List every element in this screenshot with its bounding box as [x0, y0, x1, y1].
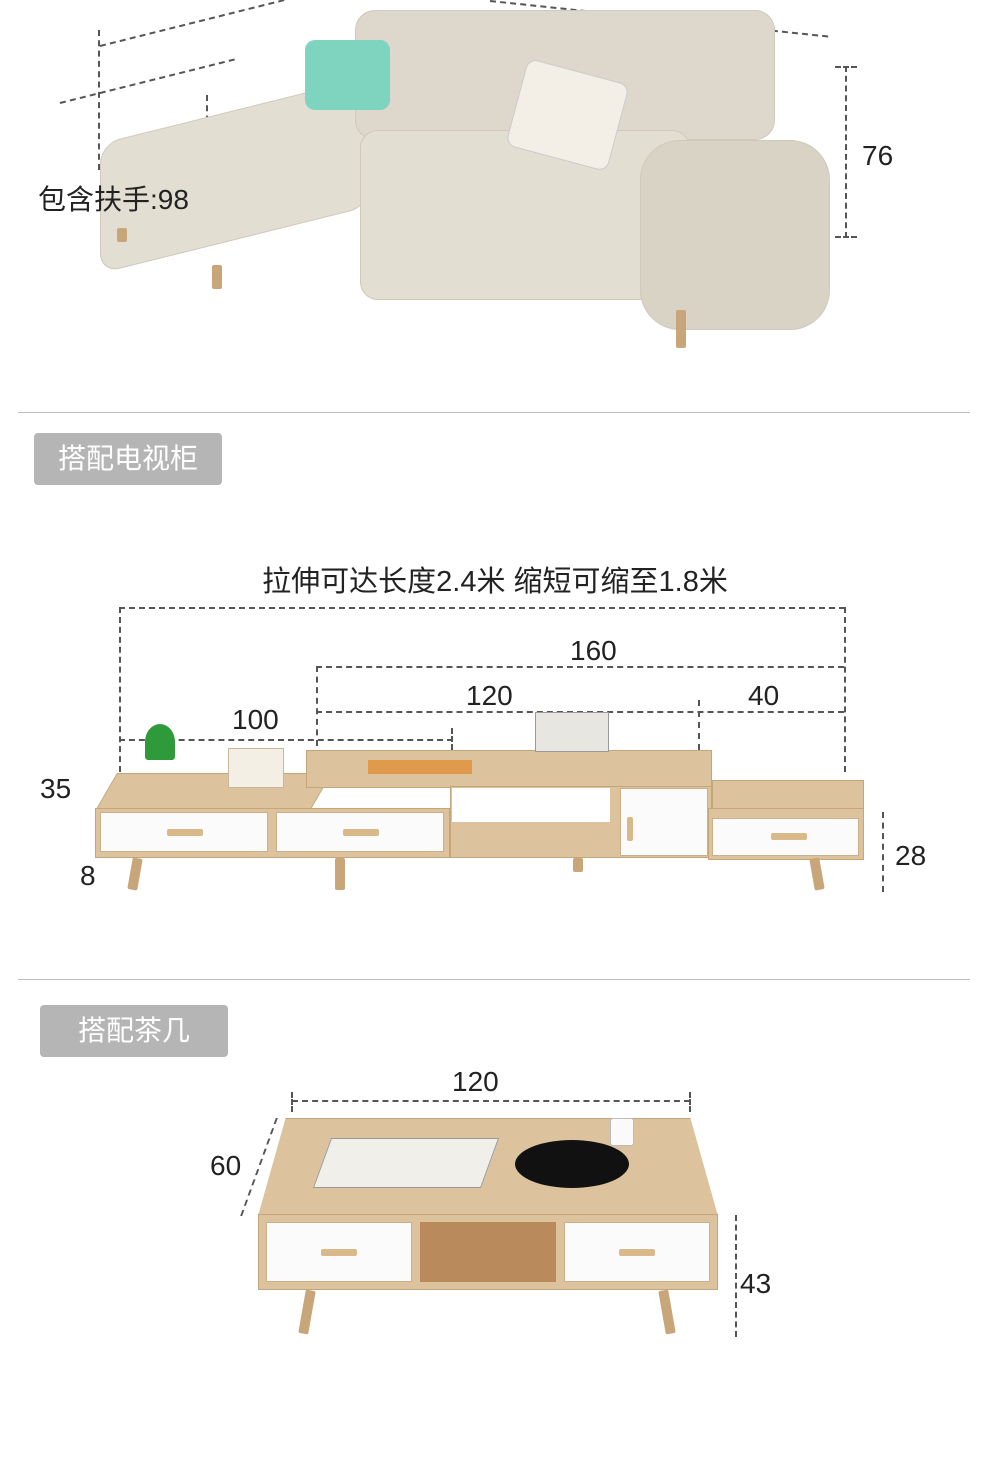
dimension-line-160	[316, 666, 844, 668]
table-leg	[658, 1289, 676, 1335]
dim-160-label: 160	[570, 635, 617, 666]
cabinet-top-middle	[306, 750, 712, 788]
photo-frames	[228, 748, 284, 788]
drawer-handle	[167, 829, 203, 836]
dimension-tick	[835, 236, 857, 238]
cabinet-top-right	[712, 780, 864, 810]
pillow-teal	[305, 40, 390, 110]
drawer-handle	[343, 829, 379, 836]
open-shelf	[420, 1222, 556, 1282]
sofa-leg	[212, 265, 222, 289]
tv-cabinet-badge: 搭配电视柜	[34, 433, 222, 485]
tv-cabinet-title: 拉伸可达长度2.4米 缩短可缩至1.8米	[262, 566, 728, 598]
dim-120-label: 120	[466, 680, 513, 711]
table-leg	[298, 1289, 316, 1335]
armrest-width-label: 包含扶手:98	[38, 184, 189, 215]
dimension-line	[882, 812, 884, 892]
drawer	[100, 812, 268, 852]
open-shelf	[452, 788, 610, 822]
cabinet-leg	[335, 858, 345, 890]
magazine-decor	[312, 1138, 500, 1188]
dimension-line-100	[119, 739, 453, 741]
coffee-table-badge: 搭配茶几	[40, 1005, 228, 1057]
dimension-line	[59, 58, 235, 104]
dimension-line	[98, 30, 100, 170]
drawer	[276, 812, 444, 852]
cabinet-leg	[127, 857, 143, 891]
dim-60-label: 60	[210, 1150, 242, 1181]
drawer	[712, 818, 859, 856]
drawer	[266, 1222, 412, 1282]
drawer	[564, 1222, 710, 1282]
sofa-height-label: 76	[862, 140, 894, 171]
dimension-tick	[689, 1092, 691, 1112]
cabinet-leg	[573, 858, 583, 872]
cabinet-top-left	[95, 773, 332, 811]
sofa-seat	[360, 130, 690, 300]
drawer-handle	[771, 833, 807, 840]
dimension-line	[292, 1100, 690, 1102]
dimension-line	[316, 666, 318, 746]
cup-decor	[610, 1118, 634, 1146]
drawer-handle	[321, 1249, 357, 1256]
black-plate-decor	[515, 1140, 629, 1188]
section-divider	[18, 979, 970, 980]
dim-28-label: 28	[895, 840, 927, 871]
dimension-line	[99, 0, 295, 47]
cabinet-door	[620, 788, 708, 856]
drawer-handle	[619, 1249, 655, 1256]
sofa-arm	[640, 140, 830, 330]
dimension-line	[451, 728, 453, 750]
cabinet-leg	[809, 857, 825, 891]
dimension-line	[698, 700, 700, 750]
sofa-leg	[676, 310, 686, 348]
dimension-line	[119, 607, 121, 772]
dim-100-label: 100	[232, 704, 279, 735]
dimension-line	[844, 607, 846, 772]
section-divider	[18, 412, 970, 413]
books-decor	[535, 712, 609, 752]
dim-43-label: 43	[740, 1268, 772, 1299]
door-handle	[627, 817, 633, 841]
height-dimension-line	[845, 66, 847, 238]
dim-120-table-label: 120	[452, 1066, 499, 1097]
sofa-leg	[117, 228, 127, 242]
dimension-line	[735, 1215, 737, 1337]
dim-40-label: 40	[748, 680, 780, 711]
decor-tray	[368, 760, 472, 774]
dimension-tick	[291, 1092, 293, 1112]
plant-decor	[145, 724, 175, 760]
dim-35-label: 35	[40, 773, 72, 804]
dimension-tick	[835, 66, 857, 68]
dimension-line-total	[119, 607, 845, 609]
dim-8-label: 8	[80, 860, 96, 891]
